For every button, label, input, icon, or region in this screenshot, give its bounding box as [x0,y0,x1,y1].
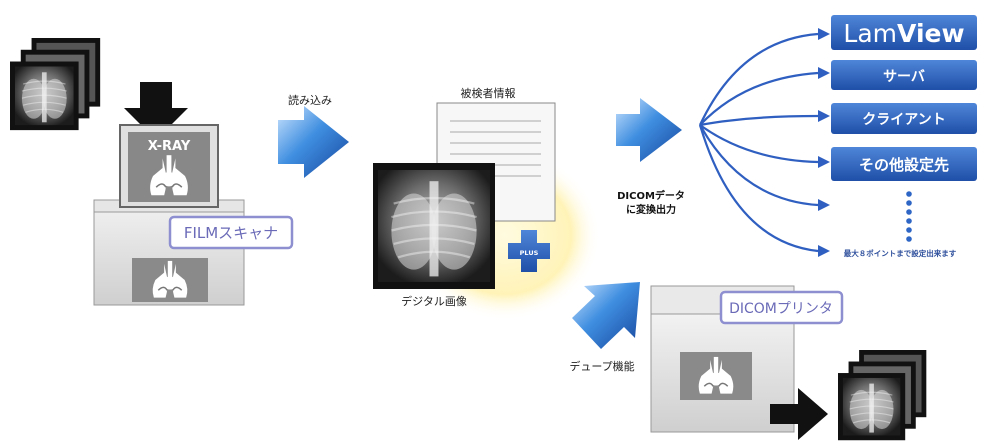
plus-badge: PLUS [508,230,550,272]
svg-text:LamView: LamView [843,19,964,48]
convert-arrow-icon [616,98,682,162]
xray-screen-label: X-RAY [148,139,191,154]
vertical-dots [906,191,912,242]
dicom-printer-label-box [719,290,844,325]
lamview-light-text: Lam [843,19,897,48]
film-scanner: X-RAY [93,124,245,306]
dupe-label: デュープ機能 [569,359,634,373]
dicom-printer-label: DICOMプリンタ [729,301,833,317]
dicom-convert-label-line1: DICOMデータ [617,189,685,202]
read-arrow-icon [278,106,349,178]
destination-client: クライアント [831,103,977,134]
output-fan [698,32,819,253]
down-arrow-icon [124,82,188,140]
destination-server: サーバ [831,60,977,90]
dupe-arrow-icon [572,282,640,349]
dicom-convert-label-line2: に変換出力 [626,203,676,216]
xray-film-stack-output [838,350,926,440]
max-points-note: 最大８ポイントまで設定出来ます [844,248,957,258]
fan-arrowheads [818,28,830,257]
read-label: 読み込み [288,93,332,107]
destination-other: その他設定先 [831,147,977,181]
lamview-bold-text: View [897,19,965,48]
destination-lamview: LamView [831,15,977,50]
film-scanner-label-box [168,215,294,250]
server-label: サーバ [883,69,925,85]
digital-xray-image [373,163,495,289]
other-destination-label: その他設定先 [859,156,949,174]
output-arrow-icon [770,388,828,440]
film-scanner-label: FILMスキャナ [184,224,278,242]
client-label: クライアント [862,112,945,128]
plus-label: PLUS [520,249,539,257]
digital-image-label: デジタル画像 [401,294,467,308]
xray-film-stack-input [10,38,100,130]
patient-info-label: 被検者情報 [461,86,516,100]
